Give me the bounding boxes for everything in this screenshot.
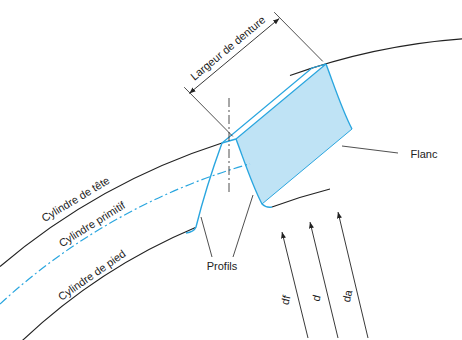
dimension-line xyxy=(189,18,279,93)
tooth-profile xyxy=(236,139,272,207)
dimension-line xyxy=(310,222,338,338)
dimension-label: df xyxy=(279,294,293,306)
back-profile xyxy=(326,64,352,129)
extension-line xyxy=(184,12,323,136)
pitch-cylinder-arc xyxy=(0,164,250,304)
dimension-label: d xyxy=(309,294,322,303)
dimension-line xyxy=(282,232,308,338)
root-edge xyxy=(262,129,352,204)
root-cylinder-arc xyxy=(20,227,196,340)
root-cylinder-arc xyxy=(272,189,330,207)
tip-cylinder-arc xyxy=(0,143,222,267)
tooth-profile xyxy=(186,143,222,233)
dimension-label: Largeur de denture xyxy=(188,13,268,82)
part-label: Profils xyxy=(207,260,238,272)
leader-line xyxy=(342,146,398,153)
dimension-label: da xyxy=(340,289,354,304)
top-land-edge xyxy=(222,64,326,143)
dimension-line xyxy=(338,212,368,338)
part-label: Flanc xyxy=(411,148,438,160)
tooth-axis xyxy=(229,98,230,192)
flank-surface xyxy=(236,64,352,204)
back-tip-arc xyxy=(290,39,462,76)
leader-line xyxy=(201,195,253,257)
cylinder-label: Cylindre de pied xyxy=(56,247,128,302)
